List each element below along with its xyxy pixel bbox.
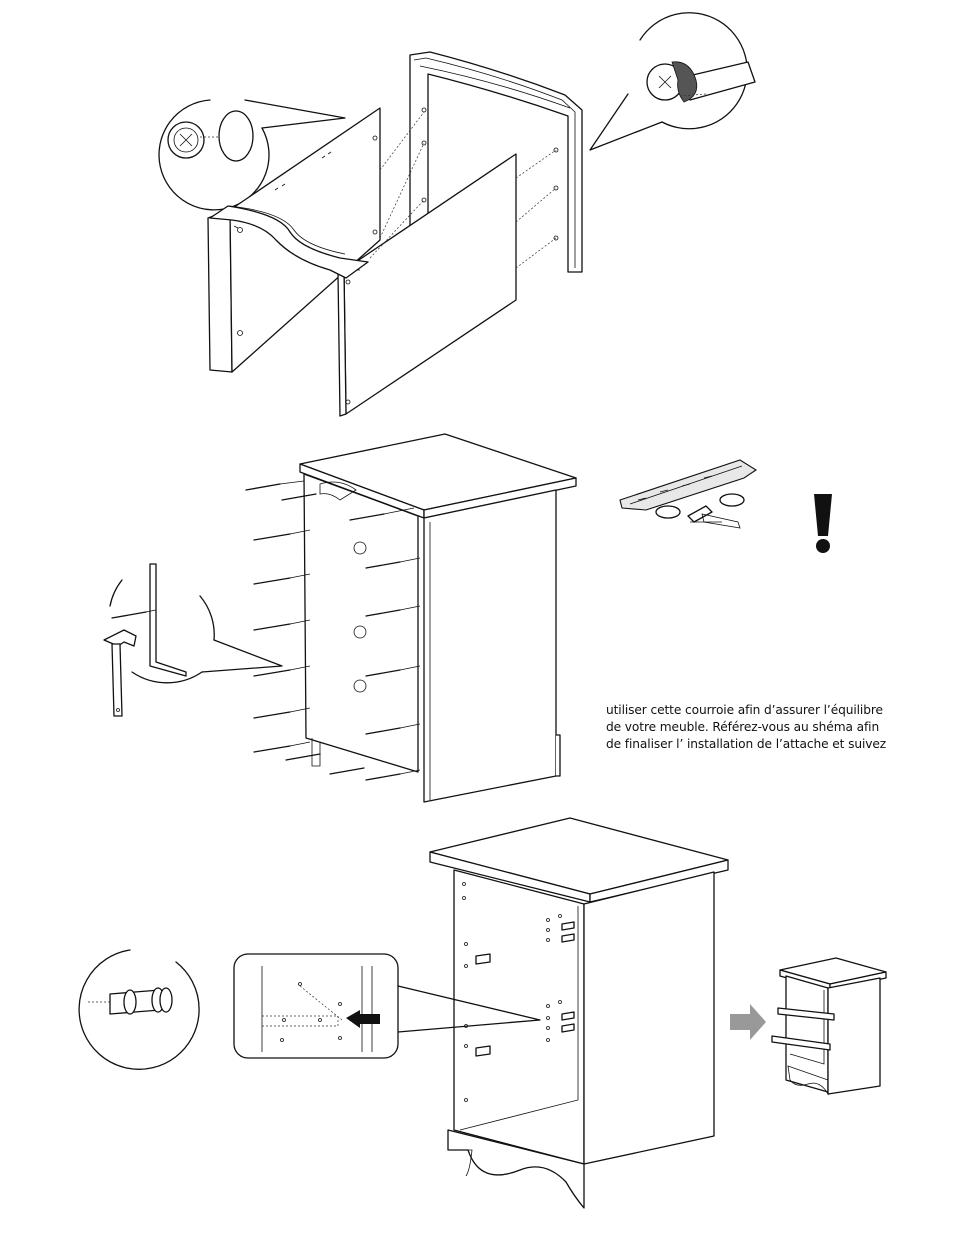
safety-strap (620, 460, 756, 528)
hammer-detail (104, 564, 282, 716)
hammer-icon (104, 630, 136, 716)
right-arrow-icon (730, 1004, 766, 1040)
strap-instruction-note: utiliser cette courroie afin d’assurer l… (606, 702, 906, 753)
shelf-pin-detail (79, 950, 199, 1069)
step-3-shelf-pins (79, 818, 886, 1208)
note-line-3: de finaliser l’ installation de l’attach… (606, 736, 906, 753)
exclamation-icon (814, 494, 832, 553)
screwdriver-detail (590, 13, 755, 150)
note-line-2: de votre meuble. Référez-vous au shéma a… (606, 719, 906, 736)
step-1-frame-assembly (159, 13, 755, 416)
note-line-1: utiliser cette courroie afin d’assurer l… (606, 702, 906, 719)
finished-cabinet (772, 958, 886, 1094)
